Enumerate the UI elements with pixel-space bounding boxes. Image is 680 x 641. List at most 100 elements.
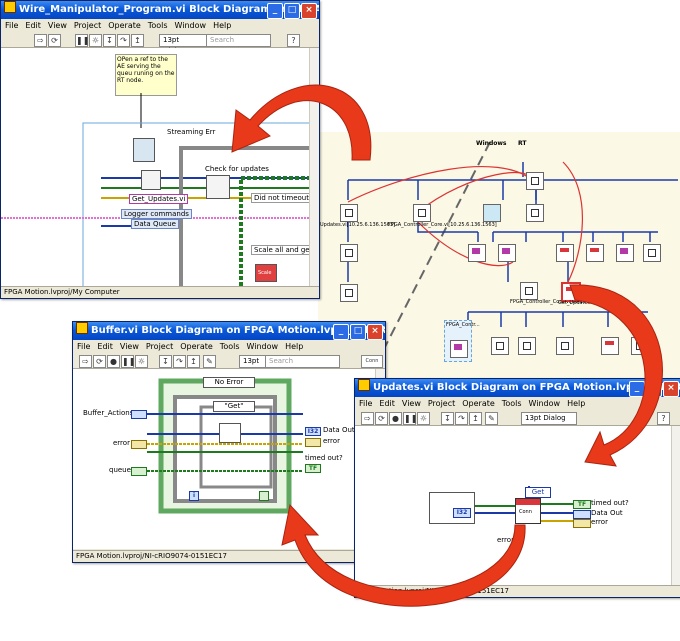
close-icon[interactable]: × xyxy=(301,3,317,19)
search-input[interactable]: Search xyxy=(265,355,340,368)
hierarchy-node-d[interactable] xyxy=(498,244,516,262)
stop-condition-terminal[interactable] xyxy=(259,491,269,501)
run-continuous-icon[interactable]: ⟳ xyxy=(93,355,106,368)
menu-help[interactable]: Help xyxy=(567,399,586,408)
font-selector[interactable]: 13pt Dialog Fo xyxy=(521,412,577,433)
timed-out-terminal[interactable]: TF xyxy=(305,464,321,473)
step-out-icon[interactable]: ↥ xyxy=(131,34,144,47)
menu-tools[interactable]: Tools xyxy=(219,342,240,351)
hierarchy-node-e[interactable] xyxy=(556,244,574,262)
help-icon[interactable]: ? xyxy=(287,34,300,47)
step-out-icon[interactable]: ↥ xyxy=(469,412,482,425)
hierarchy-node-h[interactable] xyxy=(643,244,661,262)
updates-scrollbar-v[interactable] xyxy=(671,426,680,586)
menu-edit[interactable]: Edit xyxy=(25,21,41,30)
hierarchy-node-controller1[interactable] xyxy=(413,204,431,222)
hierarchy-node-a[interactable] xyxy=(340,244,358,262)
case-selector-no-error[interactable]: No Error xyxy=(203,377,255,388)
close-icon[interactable]: × xyxy=(663,381,679,397)
stop-icon[interactable]: ● xyxy=(107,355,120,368)
close-icon[interactable]: × xyxy=(367,324,383,340)
scale-node[interactable]: Scale xyxy=(255,264,277,282)
run-arrow-icon[interactable]: ⇨ xyxy=(34,34,47,47)
hierarchy-node-k[interactable] xyxy=(518,337,536,355)
maximize-icon[interactable]: □ xyxy=(284,3,300,19)
updates-data-out-terminal[interactable] xyxy=(573,510,591,519)
search-input[interactable]: Search xyxy=(206,34,271,47)
get-updates-node[interactable] xyxy=(141,170,161,190)
menu-file[interactable]: File xyxy=(5,21,19,30)
menu-window[interactable]: Window xyxy=(528,399,561,408)
hierarchy-node-get-updates[interactable] xyxy=(561,282,581,302)
stop-icon[interactable]: ● xyxy=(389,412,402,425)
menu-tools[interactable]: Tools xyxy=(147,21,168,30)
run-arrow-icon[interactable]: ⇨ xyxy=(361,412,374,425)
step-over-icon[interactable]: ↷ xyxy=(117,34,130,47)
hierarchy-node-m[interactable] xyxy=(601,337,619,355)
buffer-titlebar[interactable]: Buffer.vi Block Diagram on FPGA Motion.l… xyxy=(73,322,385,340)
maximize-icon[interactable]: □ xyxy=(350,324,366,340)
menu-edit[interactable]: Edit xyxy=(97,342,113,351)
hierarchy-node-l[interactable] xyxy=(556,337,574,355)
run-arrow-icon[interactable]: ⇨ xyxy=(79,355,92,368)
pause-icon[interactable]: ❚❚ xyxy=(403,412,418,425)
buffer-actions-terminal[interactable] xyxy=(131,410,147,419)
minimize-icon[interactable]: _ xyxy=(629,381,645,397)
menu-window[interactable]: Window xyxy=(174,21,207,30)
menu-view[interactable]: View xyxy=(119,342,139,351)
hierarchy-node-i[interactable] xyxy=(450,340,468,358)
queue-op-node[interactable] xyxy=(219,423,241,443)
menu-help[interactable]: Help xyxy=(213,21,232,30)
run-continuous-icon[interactable]: ⟳ xyxy=(375,412,388,425)
menu-project[interactable]: Project xyxy=(73,21,102,30)
menu-view[interactable]: View xyxy=(47,21,67,30)
font-selector[interactable]: 13pt Dialog xyxy=(159,34,207,55)
menu-file[interactable]: File xyxy=(77,342,91,351)
menu-project[interactable]: Project xyxy=(145,342,174,351)
step-into-icon[interactable]: ↧ xyxy=(159,355,172,368)
pause-icon[interactable]: ❚❚ xyxy=(121,355,136,368)
cleanup-icon[interactable]: ✎ xyxy=(203,355,216,368)
updates-titlebar[interactable]: Updates.vi Block Diagram on FPGA Motion.… xyxy=(355,379,680,397)
cleanup-icon[interactable]: ✎ xyxy=(485,412,498,425)
minimize-icon[interactable]: _ xyxy=(333,324,349,340)
step-into-icon[interactable]: ↧ xyxy=(103,34,116,47)
queue-terminal[interactable] xyxy=(131,467,147,476)
step-over-icon[interactable]: ↷ xyxy=(455,412,468,425)
maximize-icon[interactable]: □ xyxy=(646,381,662,397)
menu-operate[interactable]: Operate xyxy=(180,342,213,351)
lightbulb-icon[interactable]: ☼ xyxy=(417,412,430,425)
buffer-subvi-node[interactable]: Conn xyxy=(515,498,541,524)
menu-edit[interactable]: Edit xyxy=(379,399,395,408)
menu-help[interactable]: Help xyxy=(285,342,304,351)
lightbulb-icon[interactable]: ☼ xyxy=(89,34,102,47)
pause-icon[interactable]: ❚❚ xyxy=(75,34,90,47)
get-selector[interactable]: Get xyxy=(525,487,551,498)
step-out-icon[interactable]: ↥ xyxy=(187,355,200,368)
lightbulb-icon[interactable]: ☼ xyxy=(135,355,148,368)
step-over-icon[interactable]: ↷ xyxy=(173,355,186,368)
menu-file[interactable]: File xyxy=(359,399,373,408)
hierarchy-node-rt[interactable] xyxy=(526,204,544,222)
hierarchy-node-b[interactable] xyxy=(340,284,358,302)
error-out-terminal[interactable] xyxy=(305,438,321,447)
menu-tools[interactable]: Tools xyxy=(501,399,522,408)
hierarchy-node-updates[interactable] xyxy=(340,204,358,222)
menu-project[interactable]: Project xyxy=(427,399,456,408)
menu-operate[interactable]: Operate xyxy=(462,399,495,408)
updates-timed-out-terminal[interactable]: TF xyxy=(573,500,591,509)
menu-operate[interactable]: Operate xyxy=(108,21,141,30)
menu-view[interactable]: View xyxy=(401,399,421,408)
i32-constant[interactable]: I32 xyxy=(453,508,471,518)
check-updates-node[interactable] xyxy=(206,175,230,199)
main-titlebar[interactable]: Wire_Manipulator_Program.vi Block Diagra… xyxy=(1,1,319,19)
hierarchy-node-j[interactable] xyxy=(491,337,509,355)
main-scrollbar-v[interactable] xyxy=(309,48,319,287)
hierarchy-node-root[interactable] xyxy=(526,172,544,190)
run-continuous-icon[interactable]: ⟳ xyxy=(48,34,61,47)
error-in-terminal[interactable] xyxy=(131,440,147,449)
hierarchy-node-g[interactable] xyxy=(616,244,634,262)
minimize-icon[interactable]: _ xyxy=(267,3,283,19)
hierarchy-node-blue[interactable] xyxy=(483,204,501,222)
hierarchy-node-f[interactable] xyxy=(586,244,604,262)
